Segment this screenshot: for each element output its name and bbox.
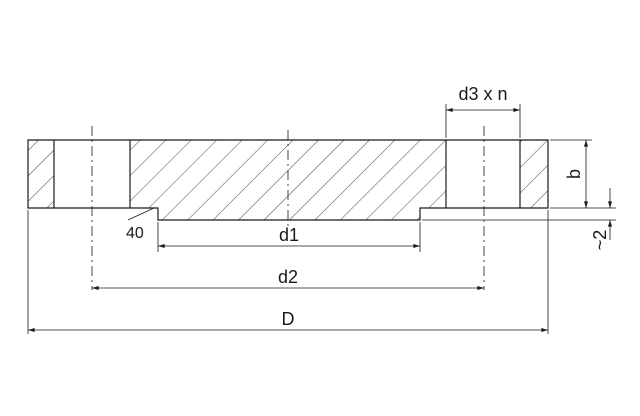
left-flange-section — [28, 140, 54, 208]
bolt-holes — [53, 140, 521, 208]
extension-lines — [27, 104, 616, 334]
centerlines — [91, 126, 485, 290]
right-flange-section — [520, 140, 548, 208]
d2-label: d2 — [278, 267, 298, 287]
dimension-lines — [28, 108, 612, 332]
flange-outline — [27, 139, 549, 221]
D-label: D — [282, 309, 295, 329]
d3-label: d3 x n — [458, 84, 507, 104]
d1-label: d1 — [279, 225, 299, 245]
angle-label: 40 — [126, 225, 144, 242]
offset-label: ~2 — [590, 230, 610, 251]
b-label: b — [564, 169, 584, 179]
dimension-labels: d3 x n b 40 ~2 d1 d2 D — [126, 84, 610, 329]
